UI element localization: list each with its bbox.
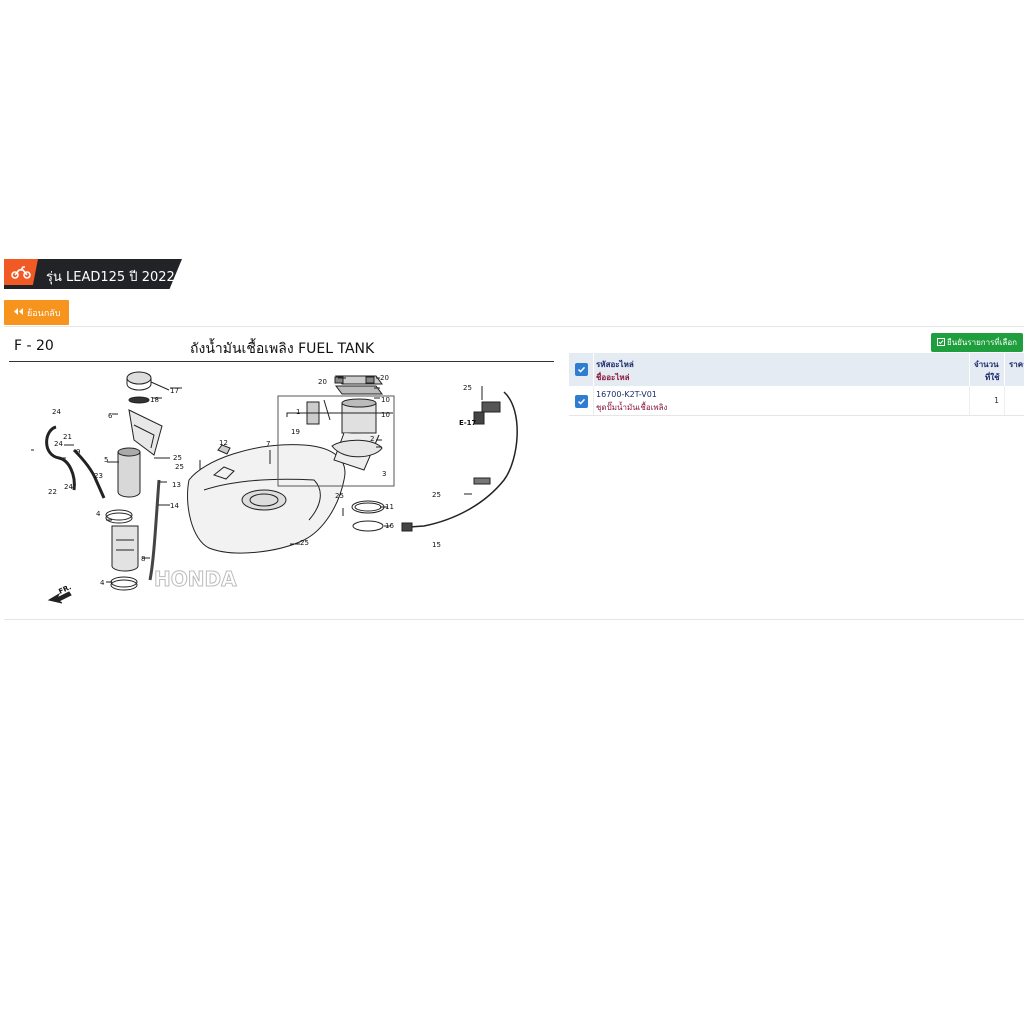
honda-watermark: HONDA — [154, 567, 237, 591]
callout-5: 5 — [104, 456, 108, 464]
header-quantity-used: ที่ใช้ — [985, 373, 1000, 382]
part-name: ชุดปั๊มน้ำมันเชื้อเพลิง — [596, 403, 668, 412]
callout-25e: 25 — [432, 491, 441, 499]
model-banner: รุ่น LEAD125 ปี 2022 — [4, 259, 182, 289]
back-button-label: ย้อนกลับ — [27, 308, 61, 319]
callout-14: 14 — [170, 502, 179, 510]
parts-diagram: F - 20 ถังน้ำมันเชื้อเพลิง FUEL TANK — [4, 330, 554, 618]
parts-table: รหัสอะไหล่ ชื่ออะไหล่ จำนวน ที่ใช้ ราคา … — [569, 353, 1024, 416]
callout-25f: 25 — [463, 384, 472, 392]
column-separator — [969, 353, 970, 386]
callout-24: 24 — [52, 408, 61, 416]
callout-1: 1 — [296, 408, 300, 416]
motorcycle-icon — [4, 259, 38, 285]
callout-21: 21 — [63, 433, 72, 441]
callout-17: 17 — [170, 387, 179, 395]
callout-2: 2 — [370, 435, 374, 443]
callout-15: 15 — [432, 541, 441, 549]
callout-18: 18 — [150, 396, 159, 404]
model-title: รุ่น LEAD125 ปี 2022 — [46, 270, 175, 285]
select-all-checkbox[interactable] — [575, 363, 588, 376]
callout-3: 3 — [382, 470, 386, 478]
callout-11: 11 — [385, 503, 394, 511]
callout-7: 7 — [266, 440, 270, 448]
callout-25d: 25 — [335, 492, 344, 500]
callout-12: 12 — [219, 439, 228, 447]
callout-25: 25 — [173, 454, 182, 462]
column-separator — [969, 386, 970, 415]
callout-23: 23 — [94, 472, 103, 480]
header-part-code: รหัสอะไหล่ — [596, 360, 634, 369]
callout-25c: 25 — [300, 539, 309, 547]
confirm-selection-label: ยืนยันรายการที่เลือก — [947, 338, 1017, 347]
callout-24c: 24 — [64, 483, 73, 491]
parts-table-header: รหัสอะไหล่ ชื่ออะไหล่ จำนวน ที่ใช้ ราคา — [569, 353, 1024, 386]
header-quantity: จำนวน — [974, 360, 999, 369]
callout-4b: 4 — [100, 579, 105, 587]
column-separator — [1004, 386, 1005, 415]
checkmark-icon — [577, 398, 586, 405]
section-divider — [4, 326, 1024, 327]
back-button[interactable]: ย้อนกลับ — [4, 300, 69, 325]
callout-8: 8 — [141, 555, 145, 563]
fuel-tank-illustration: HONDA 1 2 3 4 4 5 6 7 8 9 10 10 11 12 13… — [31, 371, 518, 604]
confirm-selection-button[interactable]: ยืนยันรายการที่เลือก — [931, 333, 1023, 352]
part-code: 16700-K2T-V01 — [596, 390, 657, 399]
diagram-rule — [9, 361, 554, 362]
column-separator — [593, 386, 594, 415]
callout-10b: 10 — [381, 411, 390, 419]
header-part-name: ชื่ออะไหล่ — [596, 373, 630, 382]
callout-10: 10 — [381, 396, 390, 404]
header-price: ราคา — [1009, 360, 1024, 369]
callout-20: 20 — [318, 378, 327, 386]
callout-22: 22 — [48, 488, 57, 496]
column-separator — [593, 353, 594, 386]
callout-19: 19 — [291, 428, 300, 436]
ref-e17-label: E-17 — [459, 419, 477, 427]
callout-20b: 20 — [380, 374, 389, 382]
callout-6: 6 — [108, 412, 113, 420]
callout-24b: 24 — [54, 440, 63, 448]
diagram-title: ถังน้ำมันเชื้อเพลิง FUEL TANK — [190, 341, 375, 357]
row-checkbox[interactable] — [575, 395, 588, 408]
callout-25b: 25 — [175, 463, 184, 471]
diagram-code: F - 20 — [14, 338, 54, 354]
callout-13: 13 — [172, 481, 181, 489]
table-row[interactable]: 16700-K2T-V01 ชุดปั๊มน้ำมันเชื้อเพลิง 1 — [569, 386, 1024, 416]
callout-4: 4 — [96, 510, 101, 518]
column-separator — [1004, 353, 1005, 386]
part-quantity: 1 — [994, 396, 1000, 405]
checkmark-icon — [577, 366, 586, 373]
check-square-icon — [937, 337, 945, 348]
callout-16: 16 — [385, 522, 394, 530]
callout-9: 9 — [76, 448, 80, 456]
section-divider — [4, 619, 1024, 620]
rewind-icon — [14, 307, 23, 318]
